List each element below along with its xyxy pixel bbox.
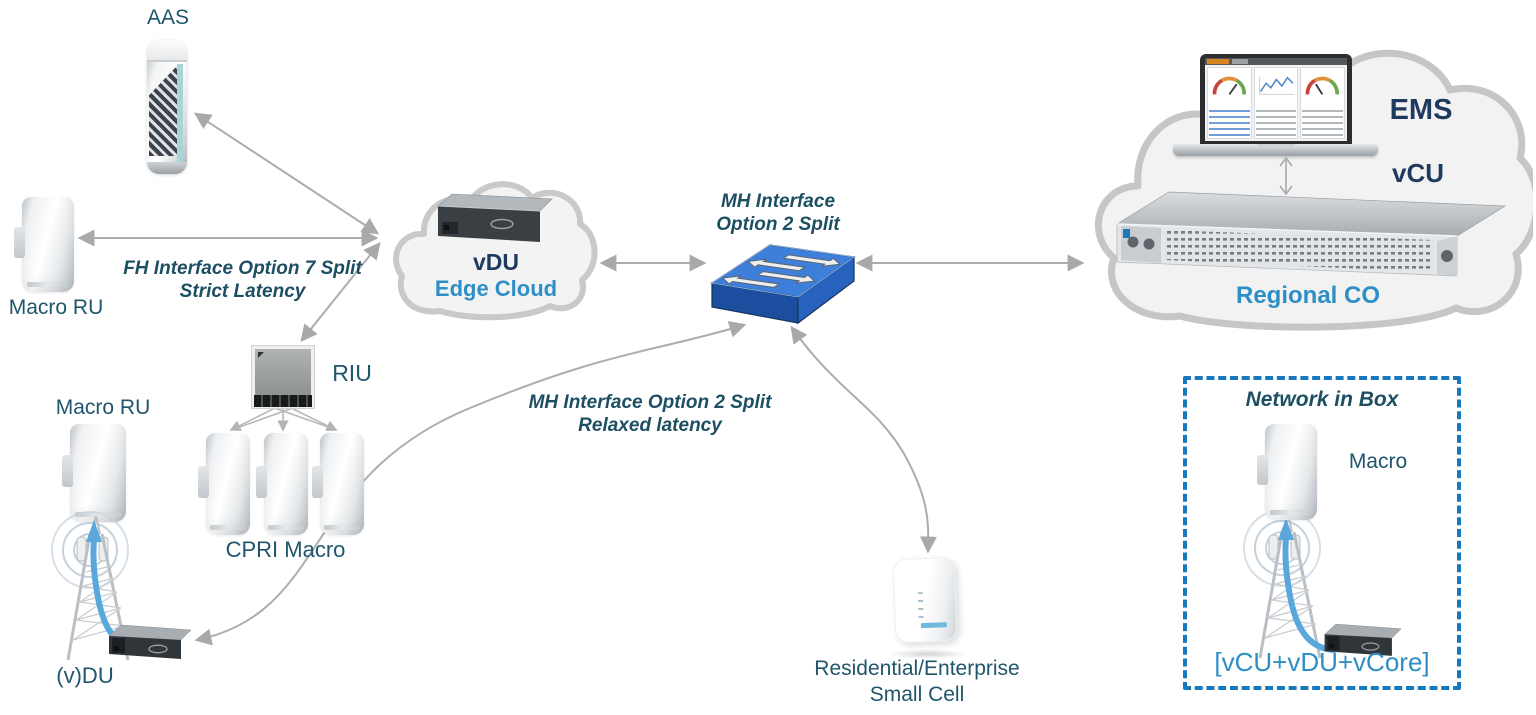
small-cell-line1: Residential/Enterprise: [814, 657, 1020, 680]
small-cell-body: [892, 556, 958, 644]
mh-bottom-line2: Relaxed latency: [578, 415, 722, 436]
nib-title: Network in Box: [1245, 388, 1399, 411]
aas-stripe: [177, 64, 183, 162]
aas-cap: [147, 40, 187, 62]
arrow-vdusite-switch: [194, 321, 747, 646]
rack-server-icon: [1115, 191, 1507, 277]
riu-box-icon: [252, 346, 314, 408]
dashboard-text-links: [1209, 110, 1250, 136]
small-cell-icon: [884, 556, 970, 659]
arrow-switch-smallcell: [790, 325, 937, 554]
riu-label: RIU: [332, 360, 372, 386]
aas-weave-pattern: [149, 65, 177, 156]
small-cell-logo: [920, 622, 947, 629]
vdu-site-label: (v)DU: [56, 663, 114, 688]
baseband-server-icon: [108, 624, 192, 659]
cpri-macro-label: CPRI Macro: [225, 537, 346, 562]
line-chart-widget: [1253, 67, 1299, 139]
small-cell-line2: Small Cell: [869, 683, 965, 706]
small-cell-label: Residential/Enterprise Small Cell: [812, 656, 1022, 708]
vdu-title: vDU: [472, 249, 519, 275]
arrow-aas-vdu: [193, 112, 380, 235]
mh-bottom-line1: MH Interface Option 2 Split: [528, 392, 772, 413]
macro-ru-antenna-icon: [62, 424, 126, 522]
macro-ru-bottom-label: Macro RU: [55, 396, 151, 419]
riu-corner-mark: [258, 352, 264, 358]
dashboard-text-block: [1255, 110, 1297, 136]
nib-baseband-server-icon: [1324, 623, 1402, 656]
regional-co-label: Regional CO: [1235, 282, 1380, 309]
cpri-antenna-icon: [198, 433, 250, 535]
laptop-dashboard-icon: [1173, 54, 1378, 160]
aas-label: AAS: [146, 6, 190, 29]
macro-ru-antenna-icon: [14, 197, 74, 292]
mh-interface-bottom-caption: MH Interface Option 2 Split Relaxed late…: [520, 391, 780, 437]
fh-interface-caption: FH Interface Option 7 Split Strict Laten…: [110, 257, 375, 303]
small-cell-leds: [917, 592, 924, 621]
gauge-widget-2: [1300, 67, 1346, 139]
gauge-widget: [1207, 67, 1252, 139]
ems-vcu-link-arrow: [1279, 156, 1293, 196]
nib-macro-label: Macro: [1348, 450, 1408, 473]
fh-interface-line2: Strict Latency: [179, 281, 306, 302]
edge-server-icon: [437, 193, 553, 242]
laptop-base: [1173, 144, 1378, 156]
radio-waves-icon: [51, 511, 129, 589]
riu-fanout-arrows: [229, 403, 338, 432]
network-in-box-group: Network in Box Macro [: [1183, 376, 1461, 690]
fh-interface-line1: FH Interface Option 7 Split: [123, 258, 362, 279]
nib-macro-antenna-icon: [1257, 424, 1317, 520]
mh-top-line1: MH Interface: [720, 191, 836, 212]
vdu-subtitle: Edge Cloud: [434, 276, 558, 301]
dashboard-toolbar: [1205, 58, 1347, 65]
aas-antenna-icon: [147, 40, 187, 174]
ems-label: EMS: [1389, 94, 1453, 126]
fronthaul-blue-arrow: [1282, 535, 1337, 653]
nib-caption: [vCU+vDU+vCore]: [1214, 647, 1430, 677]
regional-co-cloud: EMS vCU: [1088, 8, 1533, 338]
small-cell-shadow: [888, 649, 968, 659]
ethernet-switch-icon: [706, 233, 858, 327]
dashboard-text-block-2: [1302, 110, 1344, 136]
radio-waves-icon: [1243, 509, 1321, 587]
cpri-antenna-icon: [256, 433, 308, 535]
macro-ru-top-label: Macro RU: [8, 296, 104, 319]
riu-ports: [254, 395, 312, 407]
nib-cell-tower-icon: [1243, 509, 1337, 659]
cpri-antenna-icon: [312, 433, 364, 535]
laptop-screen: [1200, 54, 1352, 146]
vcu-label: vCU: [1391, 158, 1444, 188]
aas-base: [147, 162, 187, 174]
vdu-edge-cloud: vDU Edge Cloud: [392, 166, 600, 324]
mh-interface-top-caption: MH Interface Option 2 Split: [688, 190, 868, 236]
mh-top-line2: Option 2 Split: [716, 214, 840, 235]
